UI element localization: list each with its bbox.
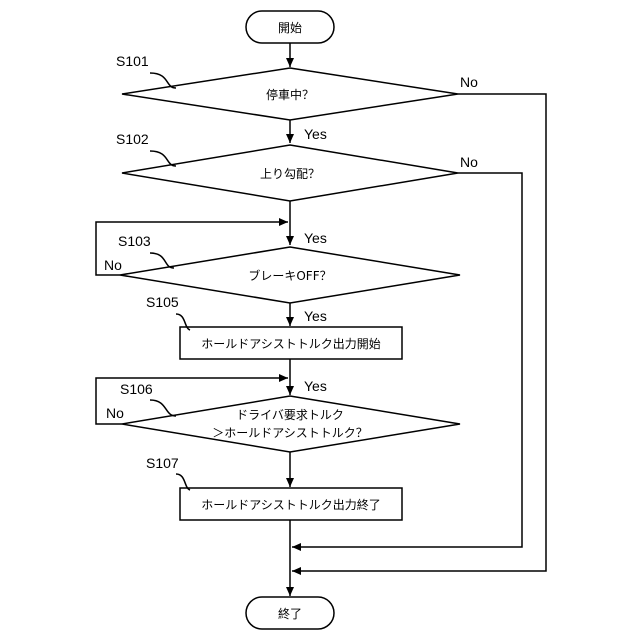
branch-label-s103-yes: Yes [304,308,327,324]
decision-s102-label: 上り勾配？ [260,167,320,181]
branch-label-s101-no: No [460,74,478,90]
step-label-s106: S106 [120,381,153,397]
branch-label-s103-no: No [104,257,122,273]
end-label: 終了 [278,606,302,621]
branch-label-s101-yes: Yes [304,126,327,142]
step-leader-s106 [150,400,176,416]
process-s107-label: ホールドアシストトルク出力終了 [201,497,381,512]
process-s105-label: ホールドアシストトルク出力開始 [201,337,381,351]
decision-s106-label-line2: ＞ホールドアシストトルク？ [212,426,368,440]
step-label-s107: S107 [146,455,179,471]
step-leader-s103 [150,253,174,268]
step-label-s102: S102 [116,131,149,147]
decision-s103-label: ブレーキOFF？ [248,268,331,283]
step-label-s103: S103 [118,233,151,249]
decision-s101-label: 停車中？ [266,87,314,102]
start-label: 開始 [278,21,302,35]
decision-s106 [122,396,460,452]
branch-label-s102-yes: Yes [304,230,327,246]
step-label-s105: S105 [146,294,179,310]
step-label-s101: S101 [116,53,149,69]
branch-label-s106-no: No [106,405,124,421]
branch-label-s102-no: No [460,154,478,170]
decision-s106-label-line1: ドライバ要求トルク [236,408,344,422]
branch-label-s106-yes: Yes [304,378,327,394]
step-leader-s102 [150,151,176,166]
